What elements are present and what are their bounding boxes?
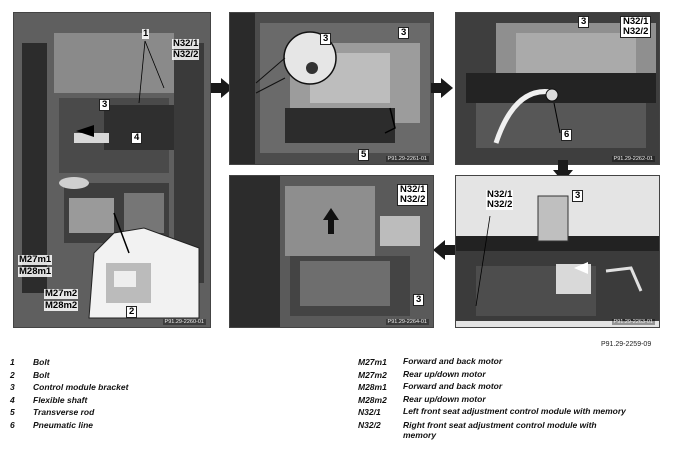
legend-row: 3 Control module bracket bbox=[10, 381, 310, 394]
legend-value: Control module bracket bbox=[33, 382, 129, 393]
legend-value: Bolt bbox=[33, 369, 50, 380]
legend-key: 2 bbox=[10, 369, 15, 380]
legend-value: Pneumatic line bbox=[33, 419, 93, 430]
arrow-left-icon bbox=[433, 240, 455, 260]
legend-key: 1 bbox=[10, 357, 15, 367]
callout-3-inset: 3 bbox=[320, 33, 332, 45]
legend-value: Rear up/down motor bbox=[403, 393, 486, 404]
legend-key: M27m2 bbox=[358, 369, 387, 380]
legend-row: N32/1 Left front seat adjustment control … bbox=[358, 406, 668, 419]
legend-row: 4 Flexible shaft bbox=[10, 394, 310, 407]
callout-6: 6 bbox=[561, 129, 573, 141]
callout-n32-stack: N32/1 N32/2 bbox=[397, 184, 429, 206]
photo-panel-5: N32/1 N32/2 3 P91.29-2264-01 bbox=[229, 175, 434, 328]
panel-reference-code: P91.29-2264-01 bbox=[385, 319, 429, 325]
legend-row: M27m2 Rear up/down motor bbox=[358, 369, 668, 382]
legend-key: 6 bbox=[10, 419, 15, 430]
panel-reference-code: P91.29-2262-01 bbox=[611, 156, 655, 162]
callout-n32-2: N32/2 bbox=[487, 199, 513, 210]
photo-panel-2: 3 3 5 P91.29-2261-01 bbox=[229, 12, 434, 165]
legend-key: N32/1 bbox=[358, 407, 381, 418]
figure-reference: P91.29-2259-09 bbox=[601, 341, 652, 348]
legend-value: Right front seat adjustment control modu… bbox=[403, 419, 597, 440]
photo-panel-1: 1 N32/1 N32/2 3 4 M27m1 M28m1 M27m2 M28m… bbox=[13, 12, 211, 328]
callout-4: 4 bbox=[131, 132, 143, 144]
legend-row: 6 Pneumatic line bbox=[10, 419, 310, 432]
callout-m27m1: M27m1 bbox=[18, 254, 53, 265]
callout-m27m2: M27m2 bbox=[44, 288, 79, 299]
callout-1: 1 bbox=[142, 28, 150, 39]
arrow-right-icon bbox=[431, 78, 453, 98]
callout-3: 3 bbox=[578, 16, 590, 28]
module-lift-photo bbox=[230, 176, 433, 327]
legend-row: M28m1 Forward and back motor bbox=[358, 381, 668, 394]
legend-key: 5 bbox=[10, 407, 15, 418]
legend-value: Rear up/down motor bbox=[403, 368, 486, 379]
legend-value: Flexible shaft bbox=[33, 394, 88, 405]
callout-n32-2: N32/2 bbox=[172, 49, 200, 60]
connector-photo bbox=[456, 176, 659, 327]
legend-value: Forward and back motor bbox=[403, 381, 503, 392]
callout-2: 2 bbox=[126, 306, 138, 318]
callout-n32-stack: N32/1 N32/2 bbox=[620, 16, 652, 38]
seat-frame-photo bbox=[14, 13, 210, 327]
legend-row: 1 Bolt bbox=[10, 356, 310, 369]
legend-row: 5 Transverse rod bbox=[10, 406, 310, 419]
callout-3: 3 bbox=[99, 99, 111, 111]
callout-5: 5 bbox=[358, 149, 370, 161]
photo-panel-3: 3 N32/1 N32/2 6 P91.29-2262-01 bbox=[455, 12, 660, 165]
legend-key: M28m1 bbox=[358, 382, 387, 393]
callout-3: 3 bbox=[572, 190, 584, 202]
callout-n32-1: N32/1 bbox=[172, 38, 200, 49]
callout-m28m2: M28m2 bbox=[44, 300, 79, 311]
panel-reference-code: P91.29-2261-01 bbox=[385, 156, 429, 162]
callout-n32-2: N32/2 bbox=[623, 26, 649, 37]
legend-key: N32/2 bbox=[358, 419, 381, 430]
legend-key: M28m2 bbox=[358, 394, 387, 405]
legend-key: M27m1 bbox=[358, 357, 387, 367]
panel-reference-code: P91.29-2263-01 bbox=[611, 319, 655, 325]
callout-3: 3 bbox=[413, 294, 425, 306]
legend-value: Transverse rod bbox=[33, 407, 95, 418]
callout-n32-1: N32/1 bbox=[623, 16, 649, 27]
pneumatic-line-photo bbox=[456, 13, 659, 164]
legend-row: 2 Bolt bbox=[10, 369, 310, 382]
panel-reference-code: P91.29-2260-01 bbox=[162, 319, 206, 325]
callout-n32-1: N32/1 bbox=[400, 184, 426, 195]
callout-m28m1: M28m1 bbox=[18, 266, 53, 277]
callout-n32-stack: N32/1 N32/2 bbox=[486, 189, 514, 210]
legend-key: 4 bbox=[10, 394, 15, 405]
photo-panel-4: N32/1 N32/2 3 P91.29-2263-01 bbox=[455, 175, 660, 328]
callout-n32-2: N32/2 bbox=[400, 194, 426, 205]
legend-value: Bolt bbox=[33, 357, 50, 367]
legend-row: N32/2 Right front seat adjustment control… bbox=[358, 419, 668, 441]
callout-3: 3 bbox=[398, 27, 410, 39]
legend-row: M28m2 Rear up/down motor bbox=[358, 394, 668, 407]
callout-n32-1: N32/1 bbox=[487, 189, 513, 200]
legend-key: 3 bbox=[10, 382, 15, 393]
legend-value: Forward and back motor bbox=[403, 356, 503, 366]
legend-row: M27m1 Forward and back motor bbox=[358, 356, 668, 369]
legend-value: Left front seat adjustment control modul… bbox=[403, 406, 626, 417]
